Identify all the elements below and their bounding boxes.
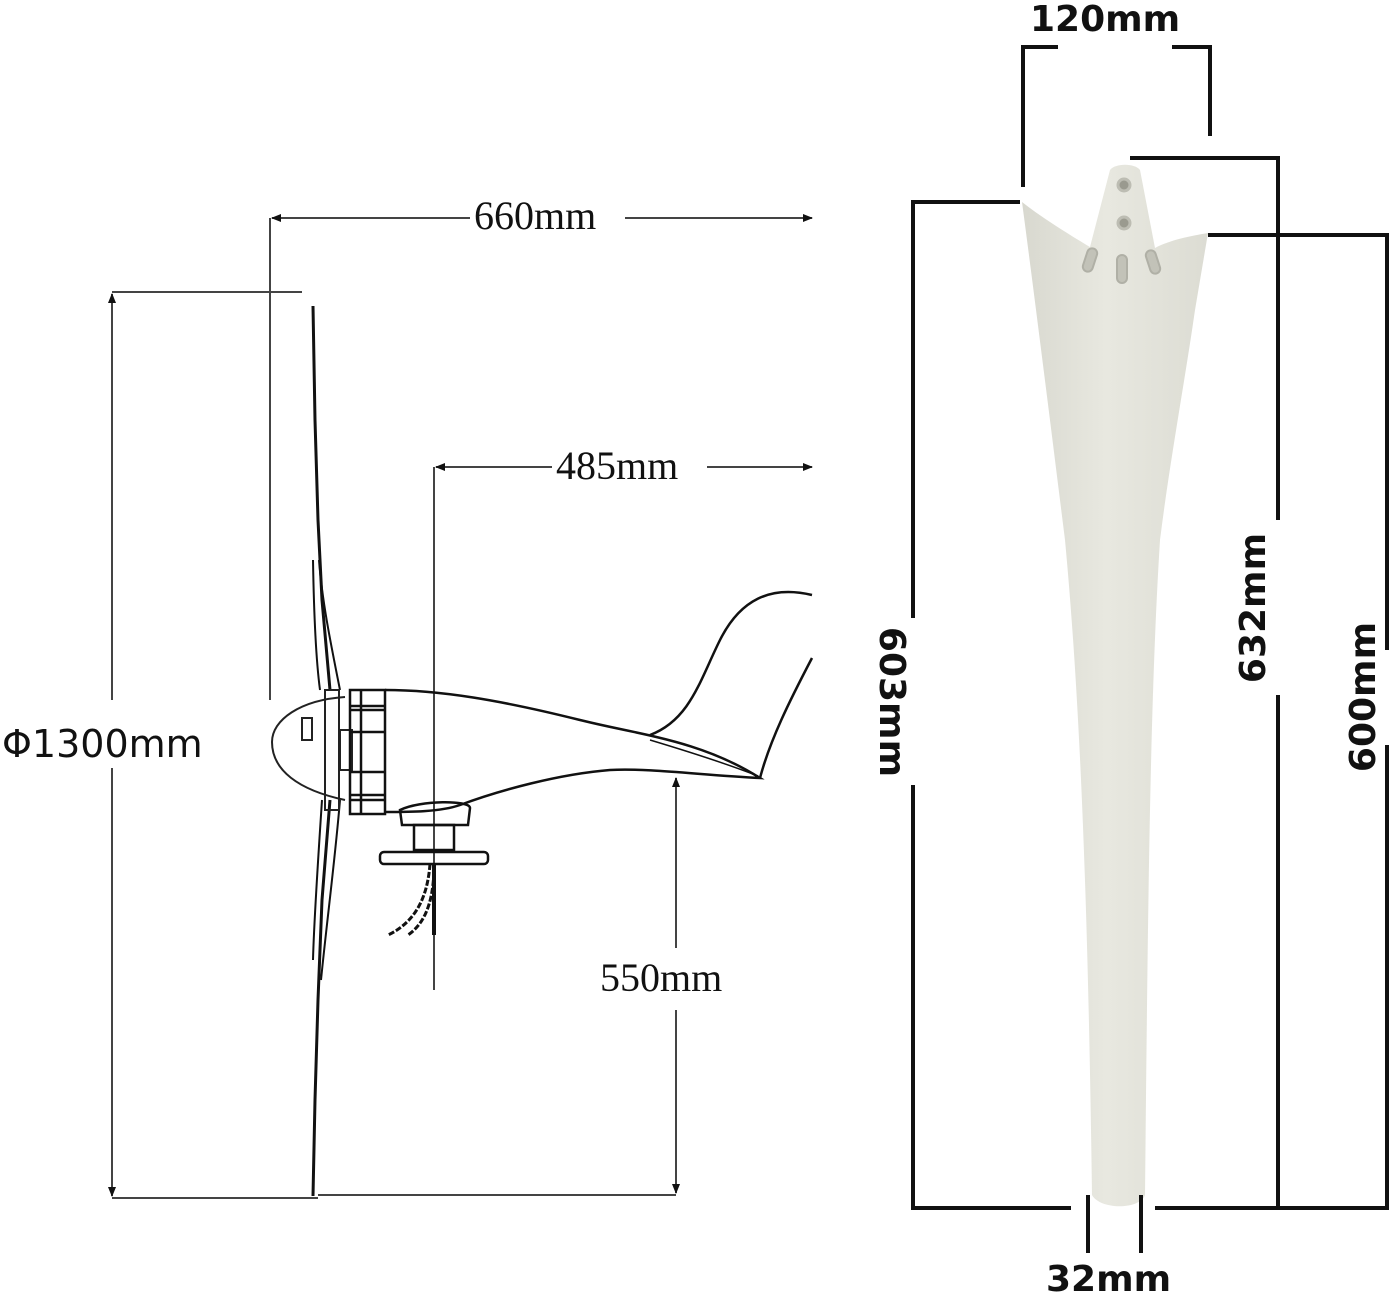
nose-cone (270, 696, 346, 801)
turbine-side-view (108, 214, 814, 1199)
blade-hub-holes (1116, 177, 1132, 231)
dim-label-632mm: 632mm (1233, 532, 1274, 684)
dim-label-603mm: 603mm (871, 626, 912, 778)
dim-label-32mm: 32mm (1046, 1259, 1172, 1300)
generator (348, 688, 387, 816)
dim-label-1300mm: Φ1300mm (2, 722, 203, 766)
dim-label-550mm: 550mm (596, 958, 727, 998)
tail-fin (649, 590, 814, 779)
dim-label-600mm: 600mm (1343, 621, 1384, 773)
dim-label-485mm: 485mm (552, 446, 683, 486)
dim-1300-line (108, 291, 318, 1199)
blade-dimension-lines (911, 45, 1389, 1253)
blade-slots (1081, 247, 1162, 284)
dim-label-660mm: 660mm (470, 196, 601, 236)
dim-550-line (318, 777, 680, 1196)
dim-label-120mm: 120mm (1030, 0, 1181, 40)
blade-shape (1022, 164, 1208, 1207)
rotor-blades (311, 305, 341, 1197)
blade-view (911, 45, 1389, 1253)
mount (378, 800, 490, 937)
dim-660-line (269, 214, 813, 700)
tail-body (384, 688, 765, 814)
